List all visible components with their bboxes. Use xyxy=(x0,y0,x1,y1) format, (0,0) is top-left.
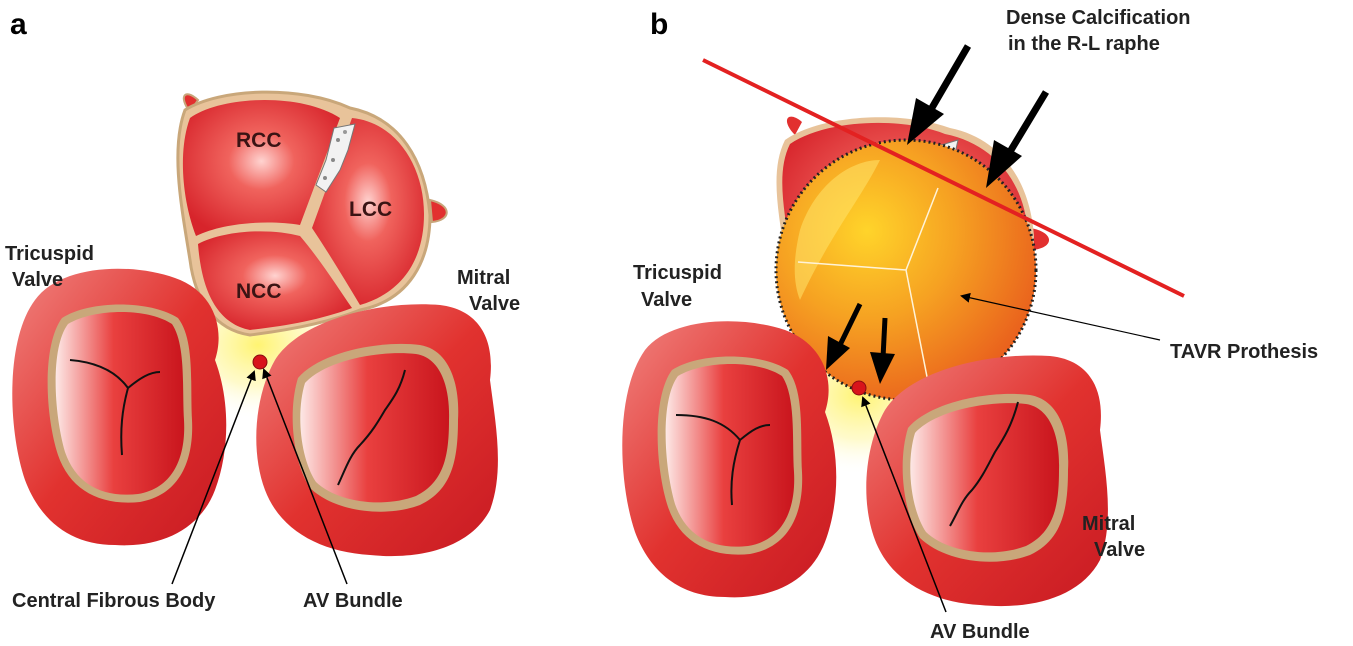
label-tricuspid-a-1: Tricuspid xyxy=(5,243,94,265)
label-mitral-a-2: Valve xyxy=(469,293,520,315)
panel-b: b Tricuspid Valve xyxy=(622,7,1318,643)
label-rcc: RCC xyxy=(236,129,282,152)
tricuspid-valve-a xyxy=(12,269,226,546)
av-node-icon xyxy=(852,381,866,395)
label-av-bundle-a: AV Bundle xyxy=(303,590,403,612)
panel-a-letter: a xyxy=(10,8,27,41)
label-lcc: LCC xyxy=(349,198,392,221)
label-dense-calcification-1: Dense Calcification xyxy=(1006,7,1191,29)
label-tricuspid-a-2: Valve xyxy=(12,269,63,291)
panel-a: a RCC LCC NCC Tricuspid xyxy=(5,8,520,612)
tricuspid-valve-b xyxy=(622,321,836,597)
aortic-valve: RCC LCC NCC xyxy=(178,92,447,335)
label-mitral-a-1: Mitral xyxy=(457,267,510,289)
label-av-bundle-b: AV Bundle xyxy=(930,621,1030,643)
label-mitral-b-2: Valve xyxy=(1094,539,1145,561)
label-tricuspid-b-1: Tricuspid xyxy=(633,262,722,284)
label-dense-calcification-2: in the R-L raphe xyxy=(1008,33,1160,55)
mitral-valve-a xyxy=(256,304,498,556)
label-mitral-b-1: Mitral xyxy=(1082,513,1135,535)
mitral-inner xyxy=(910,403,1059,552)
coronary-ostium-left xyxy=(430,200,447,222)
mitral-valve-b xyxy=(866,355,1108,606)
label-tavr-prosthesis: TAVR Prothesis xyxy=(1170,341,1318,363)
label-central-fibrous-body: Central Fibrous Body xyxy=(12,590,216,612)
label-ncc: NCC xyxy=(236,280,282,303)
tricuspid-inner xyxy=(666,364,795,547)
tricuspid-inner xyxy=(56,312,185,495)
label-tricuspid-b-2: Valve xyxy=(641,289,692,311)
arrow-icon xyxy=(986,92,1046,188)
panel-b-letter: b xyxy=(650,8,668,41)
av-node-icon xyxy=(253,355,267,369)
